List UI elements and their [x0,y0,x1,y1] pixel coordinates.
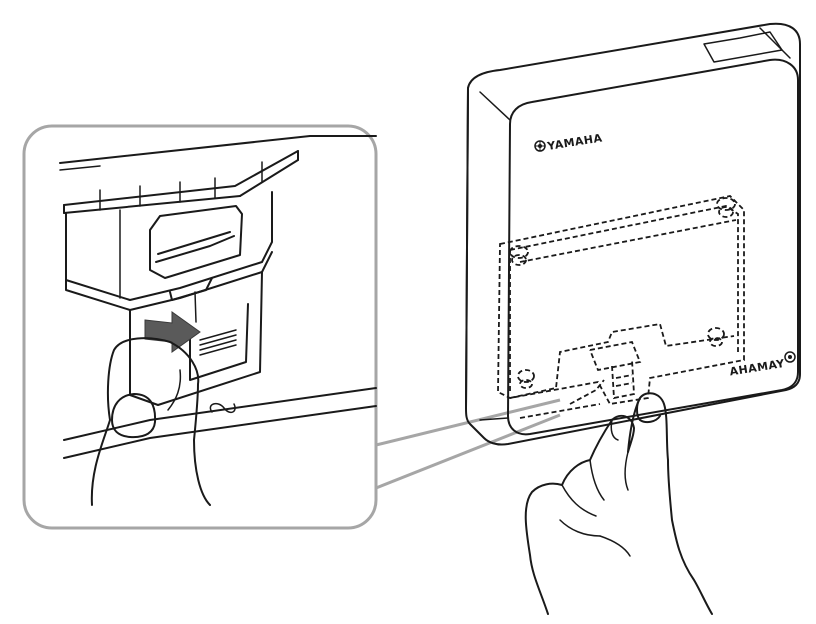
front-logo: YAMAHA [534,131,603,153]
screw-boss [509,197,736,389]
rear-brand-text: YAMAHA [728,357,786,379]
push-arrow-icon [144,311,201,353]
slider-ribs [199,329,237,356]
callout-frame [22,124,378,530]
front-brand-text: YAMAHA [545,131,603,153]
yamaha-logo-icon [784,351,796,363]
rear-logo: YAMAHA [728,351,796,379]
detail-callout [22,124,378,530]
mounting-bracket-outline [497,195,745,419]
callout-bracket-detail [59,135,377,459]
hand [524,392,713,615]
pushing-finger [90,337,211,506]
callout-leaders [375,398,561,490]
yamaha-logo-icon [534,140,546,152]
wall-unit: YAMAHA YAMAHA [465,22,801,446]
